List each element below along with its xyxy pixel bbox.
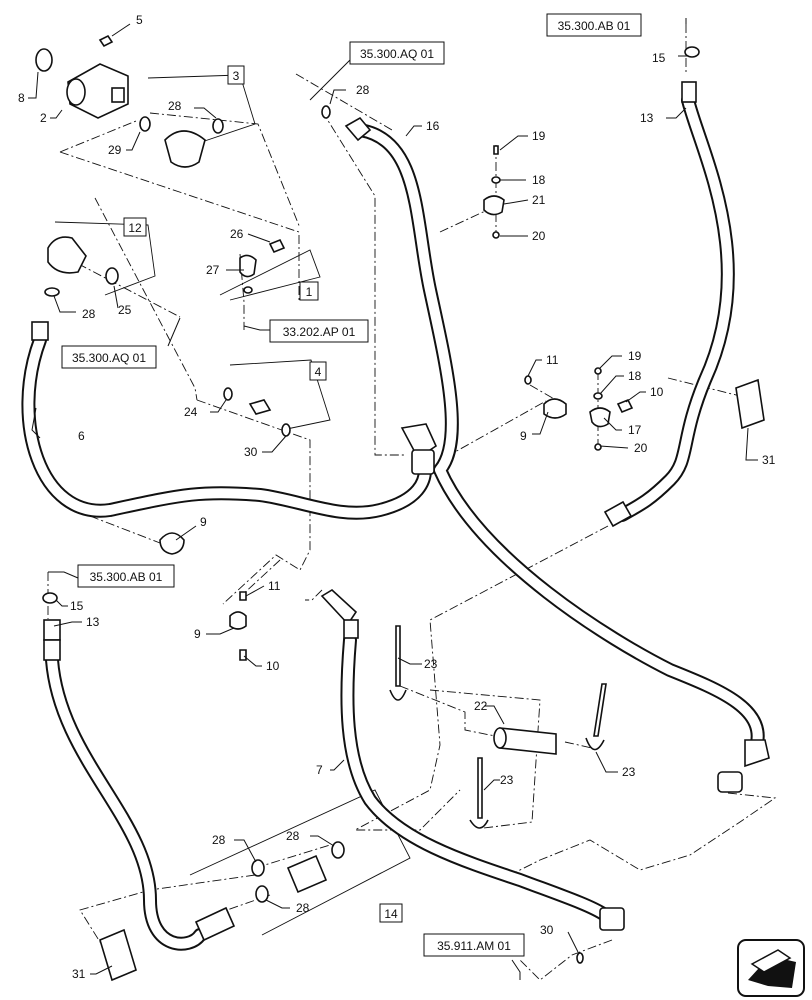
callout-30: 30 [244, 445, 258, 459]
group-label: 12 [128, 221, 142, 235]
callout-5: 5 [136, 13, 143, 27]
callout-19: 19 [628, 349, 642, 363]
callout-18: 18 [532, 173, 546, 187]
callout-28: 28 [168, 99, 182, 113]
hose-7 [320, 589, 625, 931]
hose-13-right [603, 81, 735, 528]
callout-10: 10 [266, 659, 280, 673]
group-label: 14 [384, 907, 398, 921]
group-label: 1 [306, 285, 313, 299]
callout-28: 28 [212, 833, 226, 847]
callout-10: 10 [650, 385, 664, 399]
callout-6: 6 [78, 429, 85, 443]
callout-19: 19 [532, 129, 546, 143]
ref-35300ab01-top[interactable]: 35.300.AB 01 [546, 13, 642, 37]
ref-35300aq01-left[interactable]: 35.300.AQ 01 [61, 345, 157, 369]
next-page-arrow-icon[interactable] [737, 939, 805, 997]
callout-28: 28 [356, 83, 370, 97]
callout-28: 28 [286, 829, 300, 843]
callout-28: 28 [82, 307, 96, 321]
group-4[interactable]: 4 [309, 361, 327, 381]
ref-33202ap01[interactable]: 33.202.AP 01 [269, 319, 369, 343]
callout-21: 21 [532, 193, 546, 207]
callout-23: 23 [500, 773, 514, 787]
callout-26: 26 [230, 227, 244, 241]
callout-31: 31 [72, 967, 86, 981]
callout-13: 13 [640, 111, 654, 125]
callouts: 5 8 2 29 28 28 16 19 18 21 20 26 27 28 2… [18, 13, 776, 981]
callout-25: 25 [118, 303, 132, 317]
callout-20: 20 [634, 441, 648, 455]
callout-11: 11 [546, 353, 559, 367]
hose-13-left [43, 619, 236, 951]
hose-6 [21, 321, 438, 520]
ref-label: 35.300.AQ 01 [72, 351, 146, 365]
callout-13: 13 [86, 615, 100, 629]
callout-18: 18 [628, 369, 642, 383]
callout-11: 11 [268, 579, 281, 593]
ref-label: 35.911.AM 01 [437, 939, 511, 953]
callout-16: 16 [426, 119, 440, 133]
ref-35300aq01-top[interactable]: 35.300.AQ 01 [349, 41, 445, 65]
callout-24: 24 [184, 405, 198, 419]
group-14[interactable]: 14 [379, 903, 403, 923]
callout-17: 17 [628, 423, 642, 437]
callout-2: 2 [40, 111, 47, 125]
center-lines [47, 24, 777, 981]
group-12[interactable]: 12 [123, 217, 147, 237]
hose-16 [344, 116, 770, 793]
callout-15: 15 [652, 51, 666, 65]
group-3[interactable]: 3 [227, 65, 245, 85]
callout-20: 20 [532, 229, 546, 243]
ref-35300ab01-left[interactable]: 35.300.AB 01 [77, 564, 175, 588]
group-label: 3 [233, 69, 240, 83]
callout-31: 31 [762, 453, 776, 467]
callout-29: 29 [108, 143, 122, 157]
callout-9: 9 [200, 515, 207, 529]
callout-22: 22 [474, 699, 488, 713]
callout-23: 23 [622, 765, 636, 779]
ref-35911am01[interactable]: 35.911.AM 01 [423, 933, 525, 957]
ref-label: 35.300.AB 01 [90, 570, 163, 584]
callout-9: 9 [194, 627, 201, 641]
callout-30: 30 [540, 923, 554, 937]
callout-7: 7 [316, 763, 323, 777]
callout-9: 9 [520, 429, 527, 443]
callout-27: 27 [206, 263, 220, 277]
group-1[interactable]: 1 [299, 281, 319, 301]
ref-label: 35.300.AQ 01 [360, 47, 434, 61]
callout-8: 8 [18, 91, 25, 105]
group-label: 4 [315, 365, 322, 379]
ref-label: 33.202.AP 01 [283, 325, 356, 339]
callout-15: 15 [70, 599, 84, 613]
callout-23: 23 [424, 657, 438, 671]
callout-28: 28 [296, 901, 310, 915]
leader-lines [28, 18, 758, 980]
ref-label: 35.300.AB 01 [558, 19, 631, 33]
